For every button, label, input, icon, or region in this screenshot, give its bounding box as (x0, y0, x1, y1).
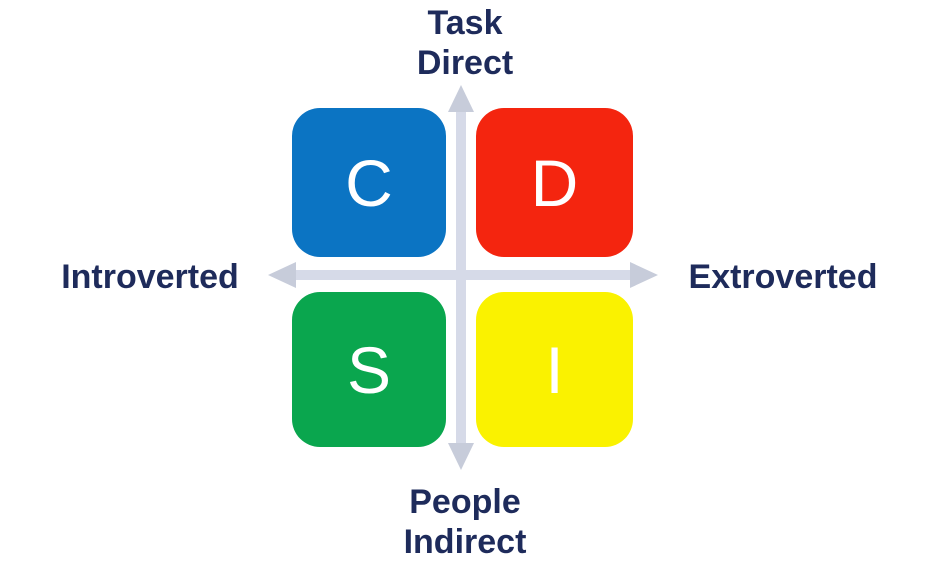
axis-label-bottom-line1: People (409, 483, 521, 521)
quadrant-d: D (476, 108, 633, 257)
axis-label-top-line1: Task (427, 4, 503, 42)
quadrant-c: C (292, 108, 446, 257)
quadrant-i: I (476, 292, 633, 447)
quadrant-s: S (292, 292, 446, 447)
axis-label-top-line2: Direct (416, 44, 514, 82)
quadrant-s-letter: S (346, 332, 392, 407)
axis-label-bottom: People Indirect (330, 482, 600, 562)
vertical-axis-line (456, 111, 466, 444)
axis-label-top: Task Direct (330, 3, 600, 83)
axis-label-bottom-line2: Indirect (403, 523, 527, 561)
quadrant-d-letter: D (530, 145, 579, 220)
arrow-left-head (268, 262, 296, 288)
axis-label-right: Extroverted (688, 258, 878, 296)
arrow-up-head (448, 85, 474, 112)
arrow-right-head (630, 262, 658, 288)
quadrant-i-letter: I (545, 332, 564, 407)
axis-label-left: Introverted (61, 258, 239, 296)
arrow-down-head (448, 443, 474, 470)
quadrant-c-letter: C (345, 145, 393, 220)
